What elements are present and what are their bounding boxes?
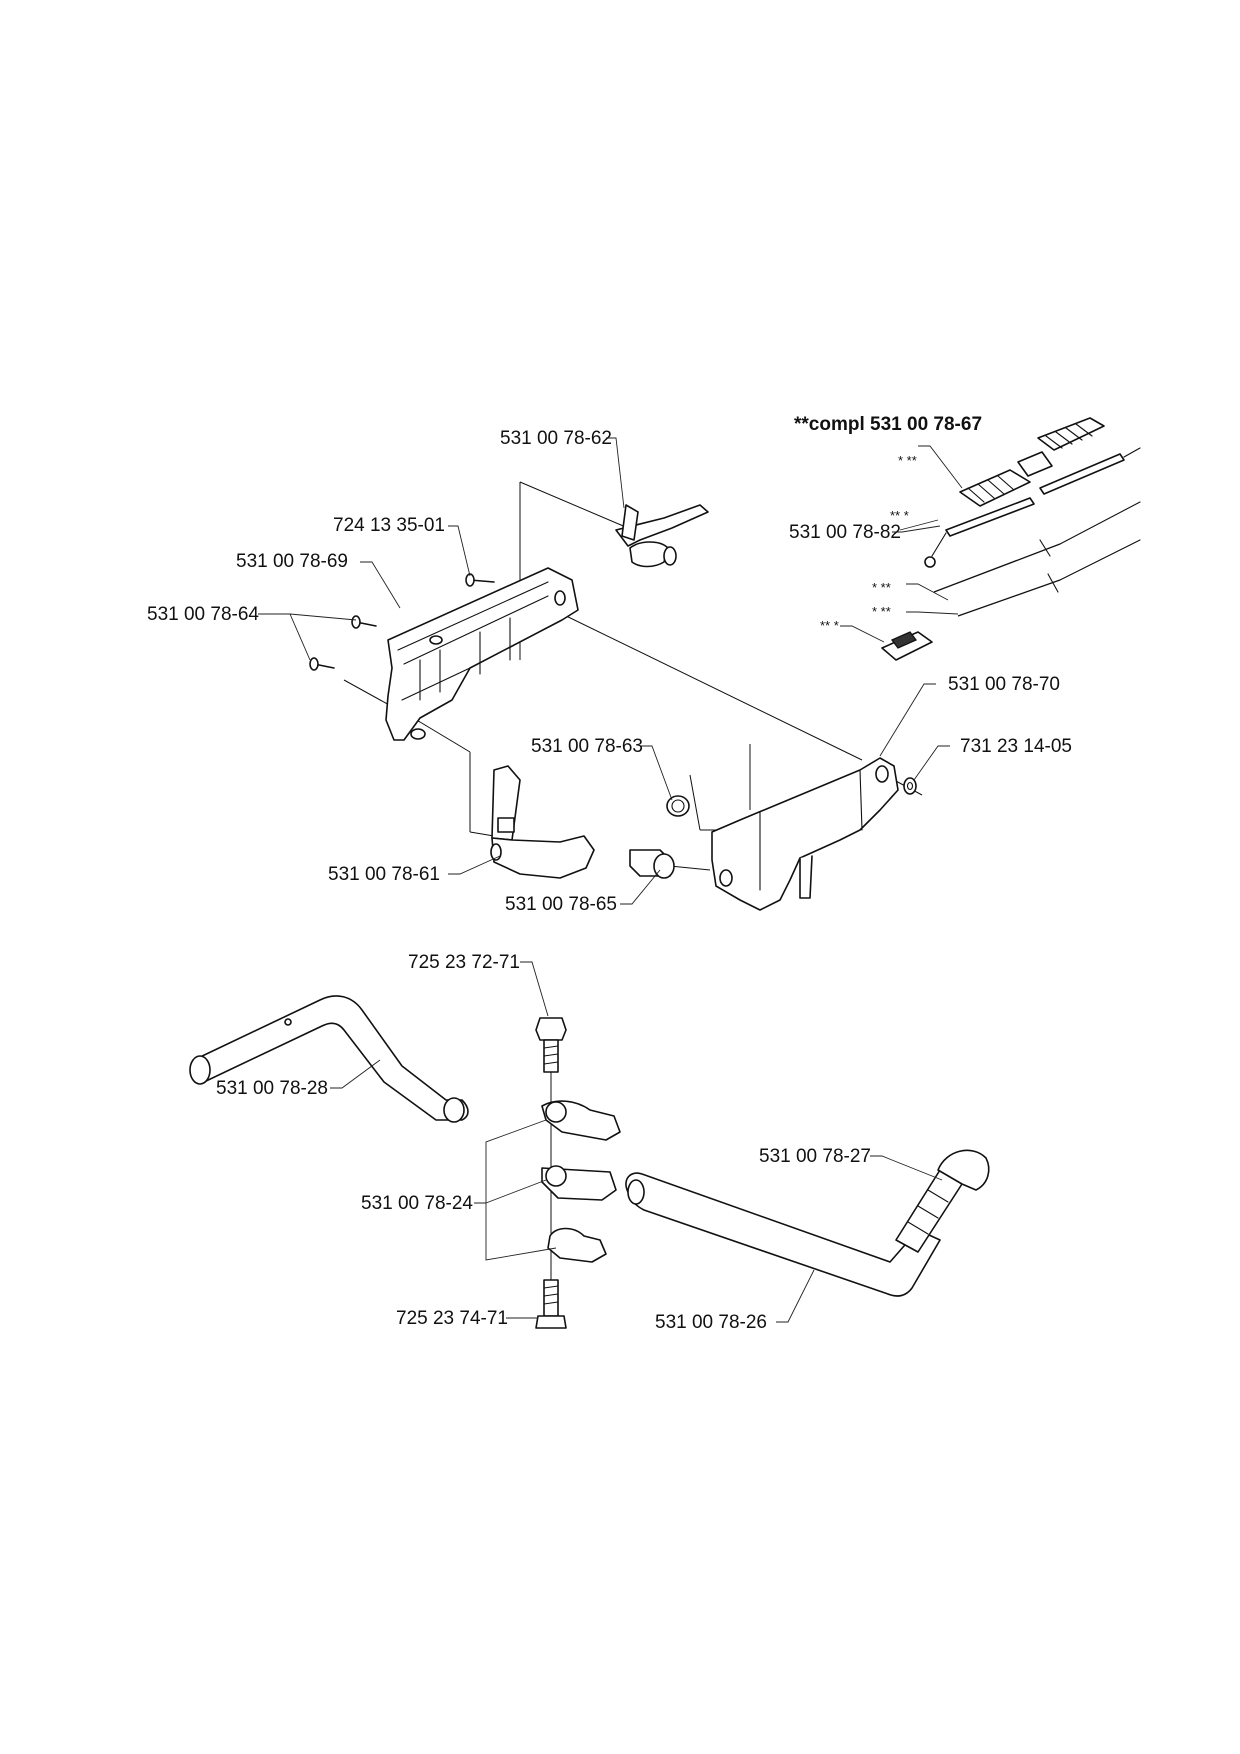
part-grip-27	[895, 1149, 990, 1253]
label-531-00-78-61: 531 00 78-61	[328, 864, 440, 885]
kit-marks: * ** ** * * ** * ** ** *	[820, 453, 917, 633]
label-531-00-78-64: 531 00 78-64	[147, 604, 259, 625]
part-housing-70	[711, 757, 899, 911]
part-button-65	[629, 849, 675, 879]
screw-531-00-78-64-b	[309, 657, 335, 671]
kit-title: **compl 531 00 78-67	[794, 414, 982, 435]
kit-spring	[959, 417, 1105, 507]
part-trigger-61	[490, 765, 595, 879]
part-handle-half-69	[385, 567, 579, 741]
kit-clip	[881, 631, 933, 661]
part-spring-63	[666, 795, 690, 817]
label-531-00-78-26: 531 00 78-26	[655, 1312, 767, 1333]
screw-724-13-35-01	[465, 573, 495, 587]
label-731-23-14-05: 731 23 14-05	[960, 736, 1072, 757]
part-bolt-725-23-72-71	[535, 1017, 567, 1073]
label-531-00-78-70: 531 00 78-70	[948, 674, 1060, 695]
label-531-00-78-27: 531 00 78-27	[759, 1146, 871, 1167]
part-clamp-bottom	[547, 1227, 607, 1263]
kit-mark-spring: * **	[898, 453, 917, 468]
part-number-labels: 531 00 78-62 724 13 35-01 531 00 78-69 5…	[147, 428, 1072, 1333]
label-531-00-78-65: 531 00 78-65	[505, 894, 617, 915]
label-531-00-78-63: 531 00 78-63	[531, 736, 643, 757]
kit-mark-wire-a: * **	[872, 580, 891, 595]
label-724-13-35-01: 724 13 35-01	[333, 515, 445, 536]
label-531-00-78-69: 531 00 78-69	[236, 551, 348, 572]
part-tube-28	[189, 995, 469, 1123]
kit-outer-cable	[1039, 447, 1141, 495]
part-clamp-top	[541, 1100, 621, 1141]
part-nut-731	[903, 777, 917, 795]
label-725-23-74-71: 725 23 74-71	[396, 1308, 508, 1329]
label-531-00-78-62: 531 00 78-62	[500, 428, 612, 449]
kit-wire-b	[957, 539, 1141, 617]
part-bolt-725-23-74-71	[535, 1279, 567, 1329]
part-lever-62	[615, 504, 709, 568]
label-531-00-78-24: 531 00 78-24	[361, 1193, 473, 1214]
label-531-00-78-82: 531 00 78-82	[789, 522, 901, 543]
label-531-00-78-28: 531 00 78-28	[216, 1078, 328, 1099]
leader-lines	[258, 437, 963, 1323]
kit-mark-wire-b: * **	[872, 604, 891, 619]
kit-cable-82	[924, 497, 1035, 568]
part-clamp-middle	[541, 1165, 617, 1201]
kit-mark-clip: ** *	[820, 618, 839, 633]
label-725-23-72-71: 725 23 72-71	[408, 952, 520, 973]
screw-531-00-78-64-a	[351, 615, 377, 629]
kit-wire-a	[933, 501, 1141, 593]
kit-mark-cable: ** *	[890, 508, 909, 523]
part-tube-26	[625, 1172, 941, 1297]
